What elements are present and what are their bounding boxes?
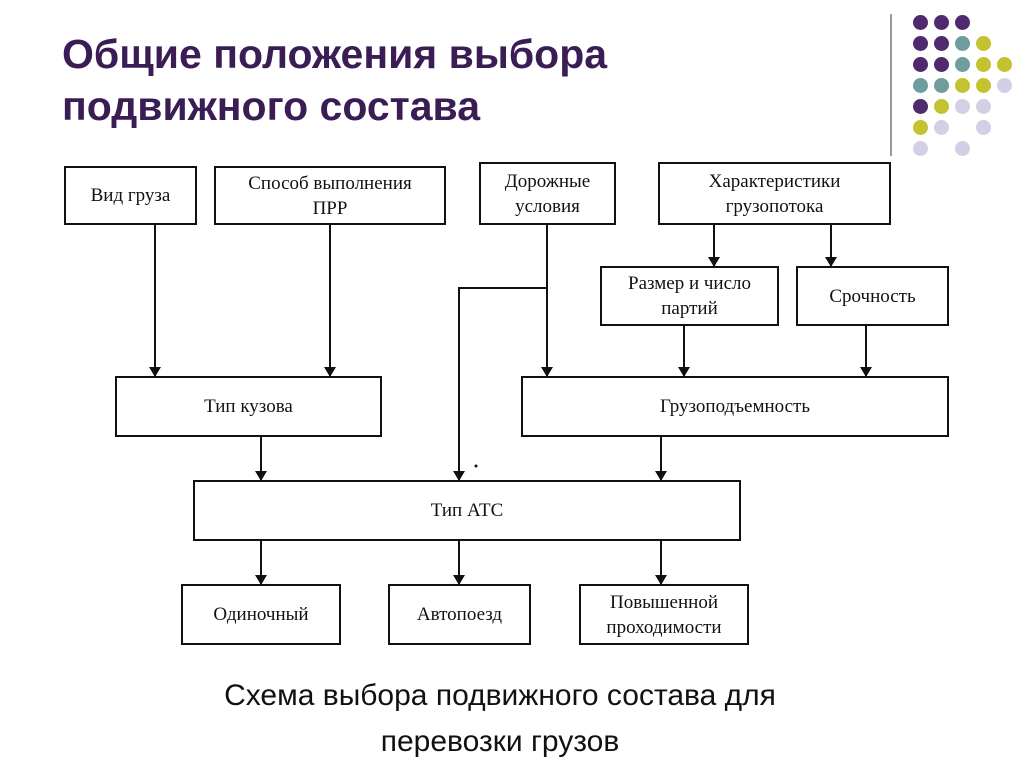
box-load-capacity-label: Грузоподъемность <box>659 396 811 417</box>
box-load-capacity: Грузоподъемность <box>521 376 949 437</box>
decorative-dot <box>913 57 928 72</box>
box-high-mobility: Повышенной проходимости <box>579 584 749 645</box>
box-loading-method: Способ выполнения ПРР <box>214 166 446 225</box>
box-batch-size-line1: Размер и число <box>628 273 751 294</box>
arrow-road-to-vehicle <box>453 287 547 481</box>
decorative-dot <box>934 99 949 114</box>
decorative-dot <box>913 141 928 156</box>
decorative-dot <box>913 36 928 51</box>
box-single-label: Одиночный <box>213 604 309 625</box>
stray-dot <box>474 464 478 468</box>
decorative-dot <box>976 36 991 51</box>
box-road-conditions: Дорожные условия <box>479 162 616 225</box>
box-high-mobility-label: Повышенной проходимости <box>606 590 721 640</box>
box-loading-method-line1: Способ выполнения <box>248 172 412 194</box>
decorative-dot <box>997 57 1012 72</box>
decorative-dot <box>955 36 970 51</box>
decorative-dot <box>955 15 970 30</box>
slide-title: Общие положения выбора подвижного состав… <box>62 28 822 132</box>
box-batch-size-line2: партий <box>661 298 718 319</box>
box-single: Одиночный <box>181 584 341 645</box>
caption-line-1: Схема выбора подвижного состава для <box>224 679 776 712</box>
title-line-1: Общие положения выбора <box>62 31 608 77</box>
decorative-dot <box>976 78 991 93</box>
decorative-dot <box>976 99 991 114</box>
decorative-dot <box>997 78 1012 93</box>
box-flow-characteristics-label: Характеристики грузопотока <box>709 169 841 219</box>
box-loading-method-label: Способ выполнения ПРР <box>248 171 411 221</box>
decorative-dot <box>934 57 949 72</box>
decorative-dot <box>976 57 991 72</box>
box-urgency: Срочность <box>796 266 949 326</box>
box-cargo-type: Вид груза <box>64 166 197 225</box>
decorative-dot <box>955 99 970 114</box>
box-vehicle-type-label: Тип АТС <box>430 500 504 521</box>
box-high-mobility-line1: Повышенной <box>609 591 718 613</box>
decorative-divider <box>890 14 892 156</box>
decorative-dot <box>913 15 928 30</box>
decorative-dot <box>913 120 928 135</box>
caption-line-2: перевозки грузов <box>380 725 620 758</box>
decorative-dot <box>934 15 949 30</box>
box-flow-characteristics: Характеристики грузопотока <box>658 162 891 225</box>
box-road-conditions-line2: условия <box>515 195 580 217</box>
box-flow-characteristics-line1: Характеристики <box>708 170 841 192</box>
box-cargo-type-label: Вид груза <box>90 185 171 206</box>
box-loading-method-line2: ПРР <box>312 197 348 219</box>
decorative-dot <box>955 57 970 72</box>
decorative-dot <box>934 78 949 93</box>
box-high-mobility-line2: проходимости <box>606 616 722 638</box>
box-body-type-label: Тип кузова <box>204 396 293 417</box>
diagram-caption: Схема выбора подвижного состава для пере… <box>0 673 1000 765</box>
box-road-train: Автопоезд <box>388 584 531 645</box>
decorative-dot <box>955 141 970 156</box>
box-batch-size-label: Размер и число партий <box>628 271 751 321</box>
decorative-dot <box>913 78 928 93</box>
decorative-dot <box>976 120 991 135</box>
decorative-dot <box>934 36 949 51</box>
box-road-conditions-line1: Дорожные <box>504 170 591 192</box>
box-road-conditions-label: Дорожные условия <box>505 169 590 219</box>
box-urgency-label: Срочность <box>829 285 916 307</box>
box-road-train-label: Автопоезд <box>416 604 503 625</box>
decorative-dot <box>934 120 949 135</box>
decorative-dot <box>913 99 928 114</box>
decorative-dot <box>955 78 970 93</box>
title-line-2: подвижного состава <box>62 83 481 129</box>
box-vehicle-type: Тип АТС <box>193 480 741 541</box>
box-body-type: Тип кузова <box>115 376 382 437</box>
box-batch-size: Размер и число партий <box>600 266 779 326</box>
box-flow-characteristics-line2: грузопотока <box>725 195 824 217</box>
